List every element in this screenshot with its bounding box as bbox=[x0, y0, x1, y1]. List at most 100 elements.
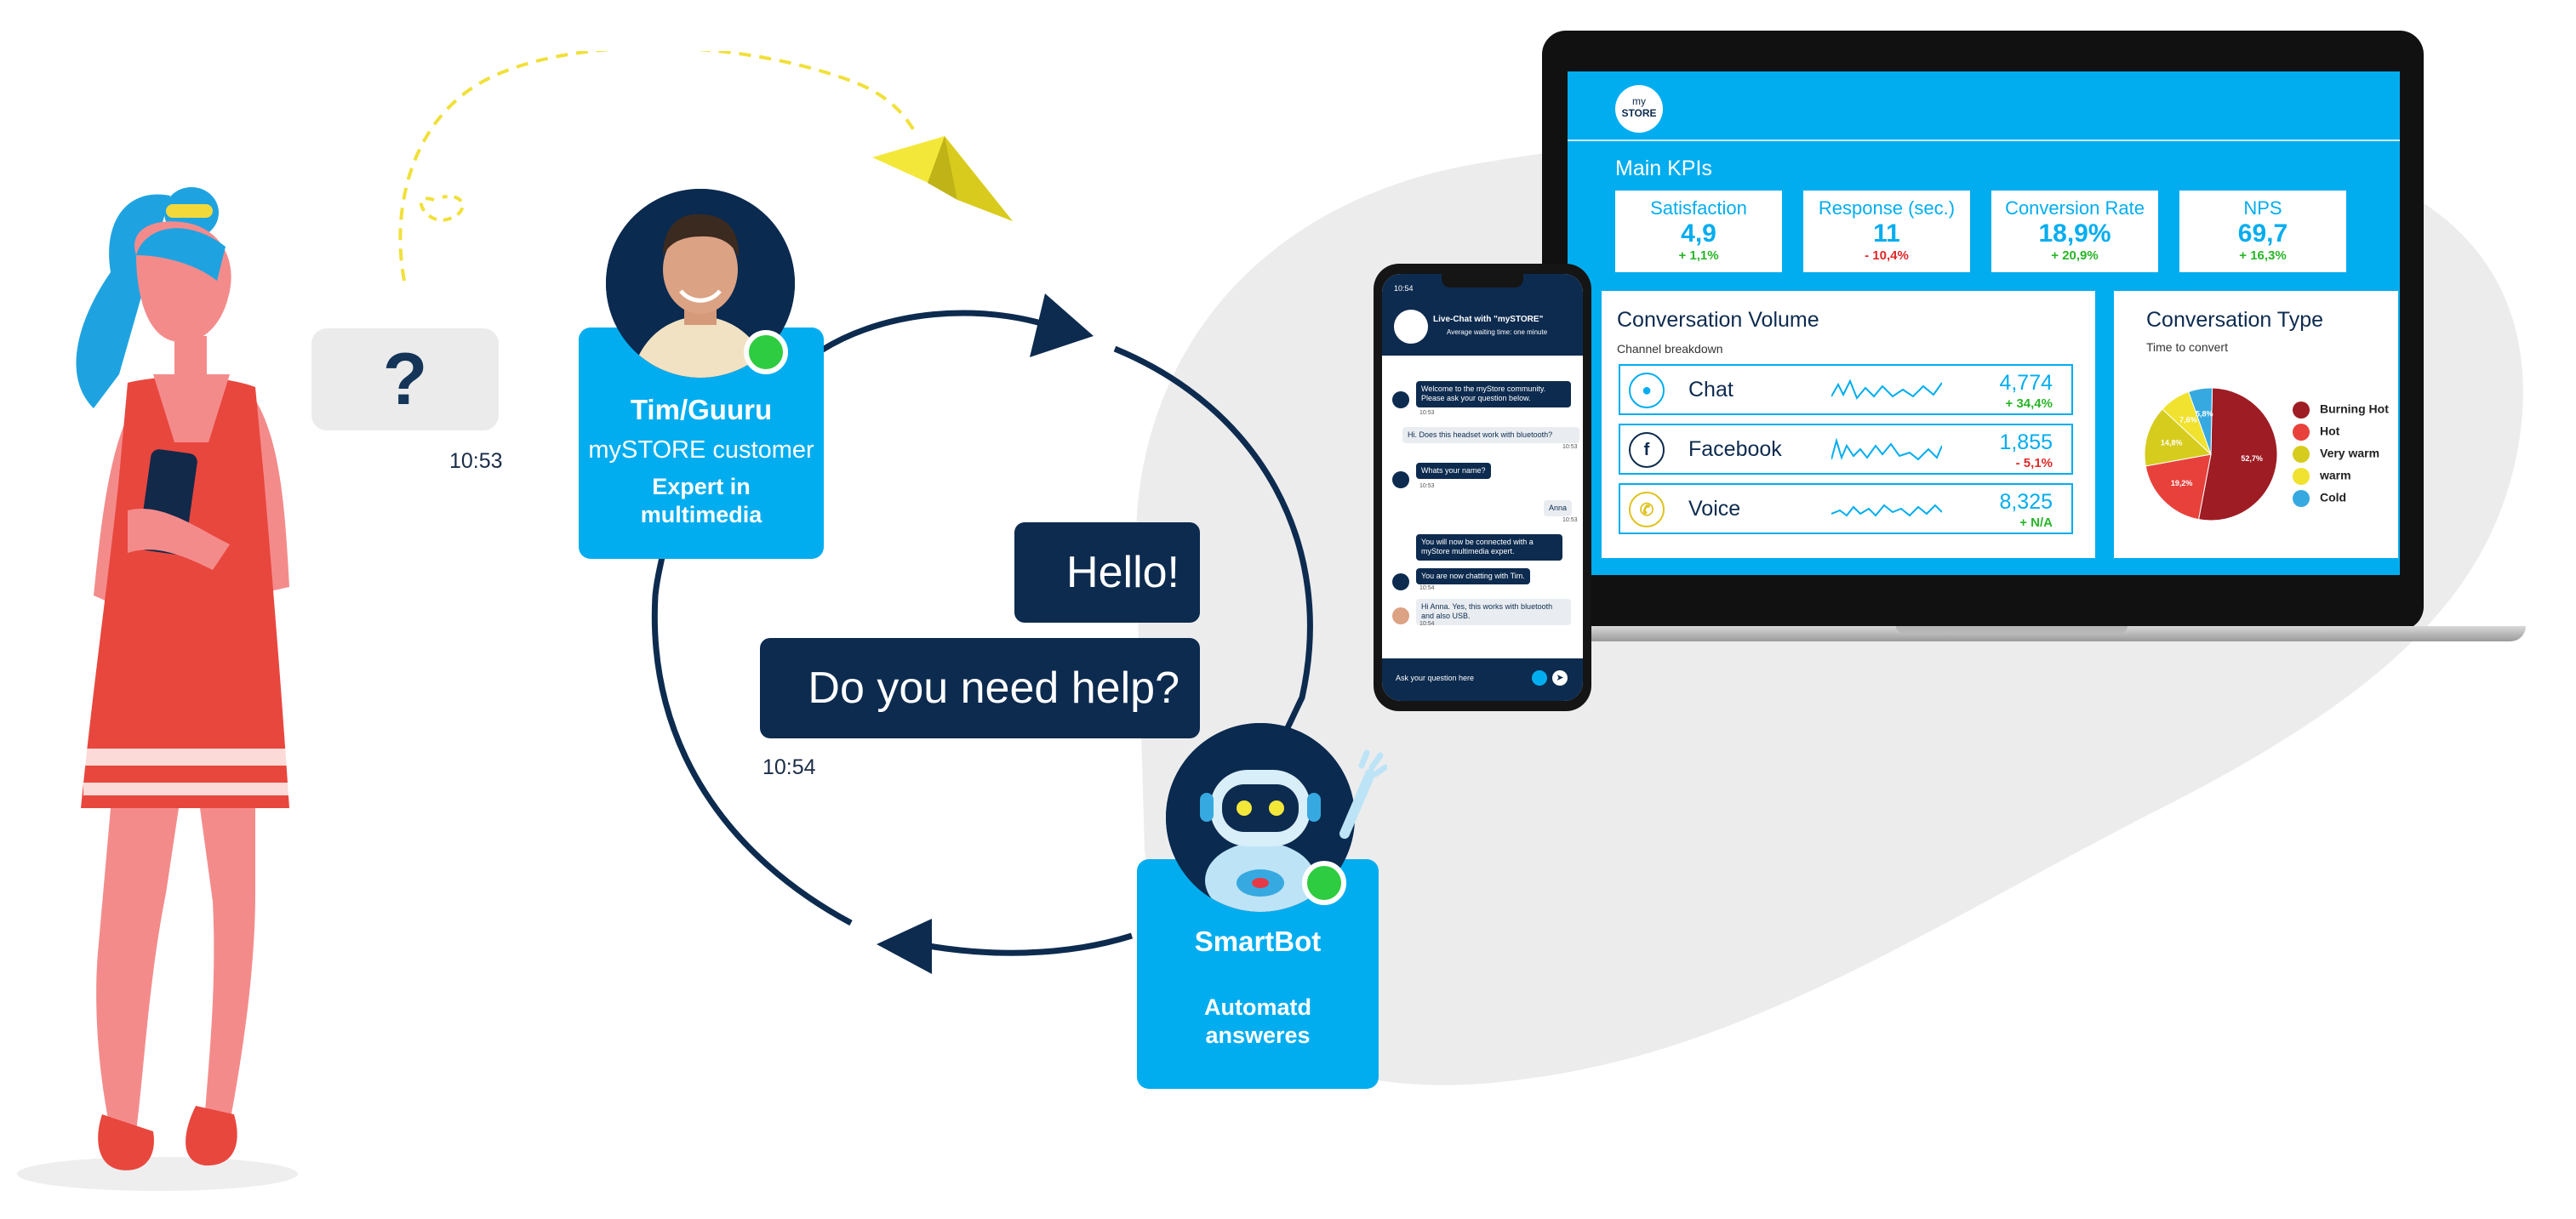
mic-icon[interactable] bbox=[1532, 670, 1547, 686]
help-text: Do you need help? bbox=[808, 664, 1179, 713]
pie-slice-label: 14,8% bbox=[2161, 438, 2183, 447]
phone-notch bbox=[1442, 274, 1523, 288]
store-logo: my STORE bbox=[1615, 85, 1663, 133]
bot-avatar-icon bbox=[1392, 391, 1409, 408]
chat-header-sub: Average waiting time: one minute bbox=[1447, 328, 1548, 336]
send-icon[interactable]: ➤ bbox=[1552, 670, 1568, 686]
legend-item: Cold bbox=[2293, 490, 2346, 507]
facebook-sparkline bbox=[1831, 437, 1942, 461]
kpi-label: Response (sec.) bbox=[1818, 197, 1956, 219]
arrow-head-icon bbox=[877, 919, 932, 974]
arrow-head-icon bbox=[1030, 293, 1094, 357]
conversation-volume-panel: Conversation Volume Channel breakdown ● … bbox=[1602, 291, 2095, 558]
chat-message: Hi. Does this headset work with bluetoot… bbox=[1402, 427, 1579, 444]
bot-avatar-icon bbox=[1392, 573, 1409, 590]
legend-item: Burning Hot bbox=[2293, 402, 2389, 419]
dashboard-header bbox=[1568, 71, 2400, 136]
dashboard-screen: my STORE Main KPIs Satisfaction 4,9 + 1,… bbox=[1568, 71, 2400, 575]
pie-slice bbox=[2197, 387, 2278, 521]
question-mark: ? bbox=[382, 338, 428, 420]
kpi-delta: + 20,9% bbox=[2051, 248, 2099, 263]
bot-online-dot bbox=[1302, 861, 1346, 905]
bot-avatar-icon bbox=[1392, 471, 1409, 488]
channel-value: 8,325 bbox=[1999, 490, 2053, 514]
chat-message: You are now chatting with Tim. bbox=[1416, 568, 1530, 585]
kpi-value: 69,7 bbox=[2237, 219, 2288, 248]
volume-title: Conversation Volume bbox=[1617, 308, 1819, 332]
dashed-path-illustration bbox=[398, 51, 1013, 282]
channel-delta: + 34,4% bbox=[2005, 396, 2053, 411]
woman-illustration bbox=[76, 187, 296, 1171]
legend-item: Very warm bbox=[2293, 446, 2379, 463]
conversation-type-pie: 52,7% 19,2% 14,8% 7,6%5,8% bbox=[2144, 387, 2278, 521]
logo-line1: my bbox=[1632, 95, 1646, 107]
channel-name: Chat bbox=[1688, 378, 1734, 402]
legend-item: warm bbox=[2293, 468, 2351, 485]
pie-slice bbox=[2144, 408, 2213, 467]
agent-mini-avatar bbox=[1392, 607, 1409, 624]
channel-row-chat: ● Chat 4,774 + 34,4% bbox=[1619, 364, 2073, 415]
kpi-label: Conversion Rate bbox=[2005, 197, 2145, 219]
kpi-nps: NPS 69,7 + 16,3% bbox=[2179, 191, 2346, 272]
channel-row-voice: ✆ Voice 8,325 + N/A bbox=[1619, 483, 2073, 534]
chat-sparkline bbox=[1831, 379, 1942, 400]
agent-online-dot bbox=[744, 330, 788, 374]
chat-header-title: Live-Chat with "mySTORE" bbox=[1433, 315, 1544, 324]
kpi-satisfaction: Satisfaction 4,9 + 1,1% bbox=[1615, 191, 1782, 272]
pie-slice bbox=[2145, 453, 2212, 521]
channel-name: Facebook bbox=[1688, 437, 1782, 461]
chat-message: Whats your name? bbox=[1416, 463, 1491, 480]
chat-message: Hi Anna. Yes, this works with bluetooth … bbox=[1416, 599, 1571, 625]
pie-slice bbox=[2188, 387, 2213, 455]
type-subtitle: Time to convert bbox=[2146, 340, 2228, 354]
help-bubble: Do you need help? bbox=[760, 638, 1200, 738]
facebook-icon: f bbox=[1629, 432, 1665, 468]
kpi-delta: + 1,1% bbox=[1678, 248, 1719, 263]
hello-text: Hello! bbox=[1066, 548, 1179, 597]
question-bubble: ? bbox=[311, 328, 499, 430]
kpi-conversion: Conversion Rate 18,9% + 20,9% bbox=[1991, 191, 2158, 272]
pie-slice-label: 7,6% bbox=[2179, 416, 2197, 424]
question-time: 10:53 bbox=[449, 449, 503, 473]
bot-time: 10:54 bbox=[763, 755, 816, 779]
phone-screen: 10:54 Live-Chat with "mySTORE" Average w… bbox=[1382, 274, 1583, 701]
channel-row-facebook: f Facebook 1,855 - 5,1% bbox=[1619, 424, 2073, 475]
chat-message: You will now be connected with a myStore… bbox=[1416, 534, 1562, 561]
legend-item: Hot bbox=[2293, 424, 2339, 441]
laptop-base-notch bbox=[1896, 626, 2128, 633]
pie-slice-label: 19,2% bbox=[2171, 479, 2193, 487]
pie-slice-label: 52,7% bbox=[2241, 454, 2263, 463]
agent-role: mySTORE customer bbox=[588, 436, 814, 464]
conversation-cycle-arrows bbox=[651, 293, 1313, 974]
kpi-value: 4,9 bbox=[1681, 219, 1716, 248]
chat-message: Welcome to the myStore community. Please… bbox=[1416, 381, 1571, 407]
channel-delta: - 5,1% bbox=[2015, 456, 2053, 470]
channel-value: 4,774 bbox=[1999, 371, 2053, 395]
bot-name: SmartBot bbox=[1194, 926, 1322, 957]
phone-status-time: 10:54 bbox=[1394, 284, 1414, 293]
conversation-type-panel: Conversation Type Time to convert 52,7% 1… bbox=[2114, 291, 2398, 558]
pie-slice-label: 5,8% bbox=[2196, 409, 2213, 418]
kpi-label: Satisfaction bbox=[1650, 197, 1747, 219]
voice-sparkline bbox=[1831, 504, 1942, 517]
chat-input-bar bbox=[1382, 658, 1583, 701]
type-title: Conversation Type bbox=[2146, 308, 2323, 332]
kpi-value: 18,9% bbox=[2038, 219, 2111, 248]
kpi-title: Main KPIs bbox=[1615, 157, 1712, 180]
pie-legend: Burning Hot Hot Very warm warm Cold bbox=[2293, 402, 2395, 512]
chat-message: Anna bbox=[1544, 500, 1573, 517]
phone-icon: ✆ bbox=[1629, 492, 1665, 527]
channel-delta: + N/A bbox=[2019, 516, 2053, 530]
channel-name: Voice bbox=[1688, 497, 1741, 521]
bot-description: Automatd answeres bbox=[1204, 994, 1311, 1048]
volume-subtitle: Channel breakdown bbox=[1617, 342, 1723, 356]
kpi-label: NPS bbox=[2243, 197, 2282, 219]
logo-line2: STORE bbox=[1621, 107, 1657, 119]
kpi-delta: + 16,3% bbox=[2239, 248, 2287, 263]
agent-expertise: Expert in multimedia bbox=[640, 474, 763, 527]
kpi-value: 11 bbox=[1873, 219, 1900, 248]
channel-value: 1,855 bbox=[1999, 430, 2053, 454]
chat-input[interactable]: Ask your question here bbox=[1396, 674, 1475, 682]
laptop-base bbox=[1498, 626, 2526, 641]
hello-bubble: Hello! bbox=[1014, 522, 1200, 623]
